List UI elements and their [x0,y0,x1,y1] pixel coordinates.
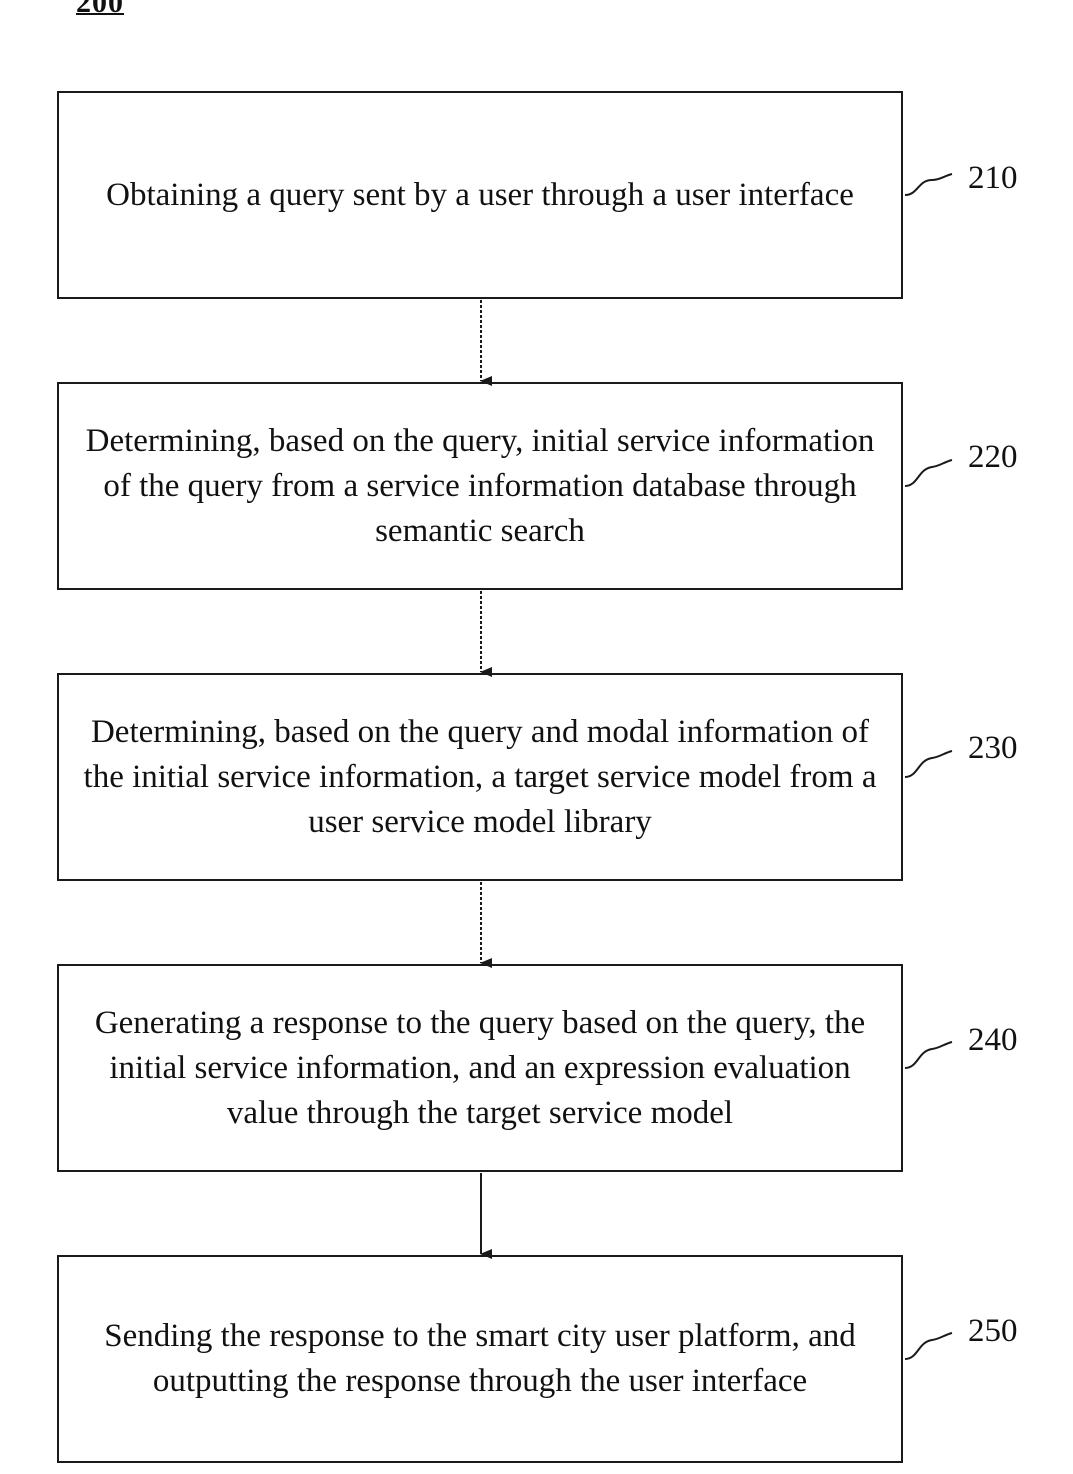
step-box-210: Obtaining a query sent by a user through… [57,91,903,299]
step-number-240: 240 [968,1022,1018,1058]
step-text-240: Generating a response to the query based… [77,1001,883,1136]
step-box-250: Sending the response to the smart city u… [57,1255,903,1463]
step-number-210: 210 [968,160,1018,196]
step-text-230: Determining, based on the query and moda… [77,710,883,845]
leader-line-230 [905,751,952,777]
step-text-210: Obtaining a query sent by a user through… [106,173,854,218]
step-box-240: Generating a response to the query based… [57,964,903,1172]
step-number-220: 220 [968,439,1018,475]
step-number-230: 230 [968,730,1018,766]
step-number-250: 250 [968,1313,1018,1349]
leader-line-210 [905,174,952,195]
leader-line-220 [905,460,952,486]
step-text-250: Sending the response to the smart city u… [77,1314,883,1404]
figure-label: 200 [76,0,124,20]
step-text-220: Determining, based on the query, initial… [77,419,883,554]
step-box-230: Determining, based on the query and moda… [57,673,903,881]
step-box-220: Determining, based on the query, initial… [57,382,903,590]
leader-line-240 [905,1042,952,1068]
leader-line-250 [905,1333,952,1359]
